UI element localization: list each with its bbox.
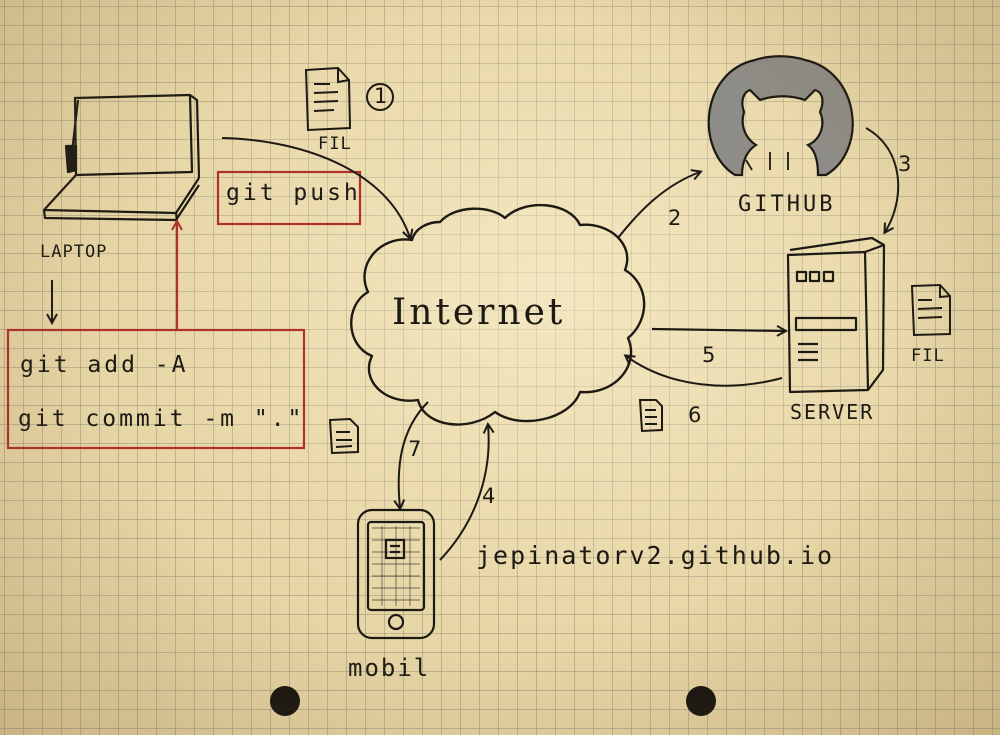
arrow-3 <box>865 127 900 232</box>
phone-icon <box>356 508 436 640</box>
mobil-label: mobil <box>348 654 431 682</box>
document-icon-6 <box>638 399 663 433</box>
fil-label-server: FIL <box>911 346 945 366</box>
git-push-box <box>216 170 362 226</box>
laptop-icon <box>42 93 201 222</box>
step-1-circle <box>366 83 394 111</box>
github-label: GITHUB <box>738 192 836 217</box>
document-icon <box>304 66 352 132</box>
arrow-2 <box>617 172 700 239</box>
git-commit-command: git commit -m "." <box>18 406 305 432</box>
step-5-number: 5 <box>702 343 718 367</box>
arrow-7 <box>399 401 429 508</box>
step-7-number: 7 <box>408 437 424 461</box>
github-logo-icon <box>707 55 854 177</box>
arrow-4 <box>439 425 489 561</box>
step-4-number: 4 <box>482 484 498 508</box>
git-commit-box <box>6 328 306 450</box>
arrow-internet-to-server <box>651 329 785 331</box>
step-2-number: 2 <box>668 206 684 230</box>
laptop-label: LAPTOP <box>40 242 108 262</box>
git-push-command: git push <box>226 180 361 206</box>
punch-hole-left <box>270 686 300 716</box>
push-arrow <box>221 137 410 238</box>
document-icon-server <box>910 283 951 337</box>
server-icon <box>786 236 886 394</box>
fil-label-top: FIL <box>318 134 352 154</box>
url-label: jepinatorv2.github.io <box>476 541 835 570</box>
internet-label: Internet <box>392 292 566 333</box>
step-3-number: 3 <box>898 152 914 176</box>
step-1-number: 1 <box>374 84 390 108</box>
server-label: SERVER <box>790 400 875 424</box>
punch-hole-right <box>686 686 716 716</box>
arrow-5 <box>626 356 783 387</box>
git-add-command: git add -A <box>20 352 189 378</box>
cloud-icon <box>350 204 646 426</box>
document-icon-7 <box>328 417 359 455</box>
step-6-number: 6 <box>688 403 704 427</box>
